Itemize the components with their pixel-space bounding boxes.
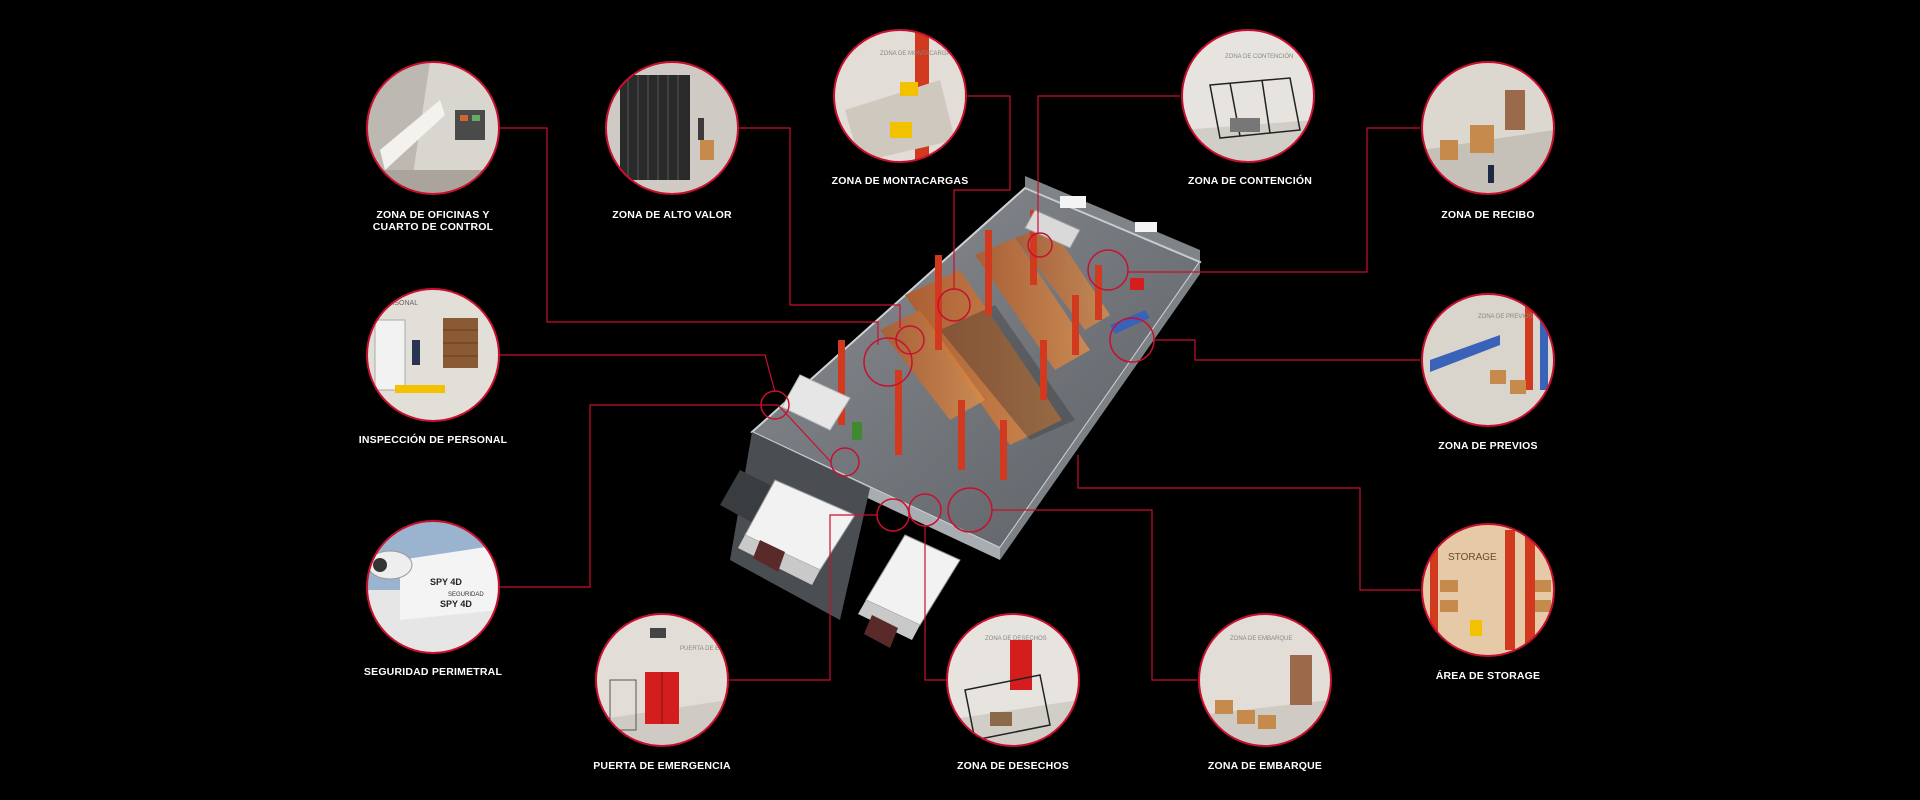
zone-label-contencion: ZONA DE CONTENCIÓN: [1188, 175, 1312, 187]
thumb-perimetral[interactable]: SPY 4D SPY 4D SEGURIDAD: [366, 520, 500, 654]
thumb-montacargas[interactable]: ZONA DE MONTACARGAS: [833, 29, 967, 163]
warehouse-model: [720, 176, 1202, 648]
zone-label-montacargas: ZONA DE MONTACARGAS: [831, 175, 969, 187]
zone-label-embarque: ZONA DE EMBARQUE: [1207, 760, 1323, 772]
svg-text:PUERTA DE EMERGENCIA: PUERTA DE EMERGENCIA: [680, 646, 755, 652]
zone-label-previos: ZONA DE PREVIOS: [1438, 440, 1538, 452]
connector-embarque: [992, 509, 1197, 681]
hotspot-contencion: [1027, 232, 1053, 258]
truck-left: [738, 479, 856, 585]
thumb-emergencia[interactable]: PUERTA DE EMERGENCIA: [595, 613, 755, 747]
svg-text:SPY 4D: SPY 4D: [430, 577, 462, 587]
zone-label-emergencia: PUERTA DE EMERGENCIA: [593, 760, 731, 772]
connector-lines: [498, 95, 1420, 681]
svg-text:PERSONAL: PERSONAL: [380, 300, 418, 307]
zone-label-perimetral: SEGURIDAD PERIMETRAL: [363, 666, 503, 678]
hotspot-alto-valor: [895, 325, 925, 355]
zone-label-recibo: ZONA DE RECIBO: [1441, 209, 1535, 221]
connector-storage: [1077, 455, 1420, 591]
svg-text:ZONA DE CONTENCIÓN: ZONA DE CONTENCIÓN: [1225, 53, 1293, 60]
connector-inspeccion: [498, 354, 776, 393]
svg-text:ZONA DE PREVIOS: ZONA DE PREVIOS: [1478, 314, 1533, 320]
thumb-embarque[interactable]: ZONA DE EMBARQUE: [1198, 613, 1332, 747]
hotspot-recibo: [1087, 249, 1129, 291]
thumb-storage[interactable]: STORAGE: [1421, 523, 1555, 657]
svg-text:ZONA DE DESECHOS: ZONA DE DESECHOS: [985, 636, 1047, 642]
zone-label-inspeccion: INSPECCIÓN DE PERSONAL: [358, 434, 508, 446]
connector-perimetral: [498, 404, 832, 588]
thumb-alto-valor[interactable]: [605, 61, 739, 195]
connector-contencion: [1037, 95, 1180, 233]
thumb-oficinas[interactable]: [366, 61, 500, 195]
zone-label-alto-valor: ZONA DE ALTO VALOR: [612, 209, 732, 221]
zone-label-oficinas-line1: ZONA DE OFICINAS Y: [376, 209, 490, 221]
connector-recibo: [1128, 127, 1420, 273]
connector-emergencia: [720, 514, 877, 681]
hotspot-oficinas: [863, 337, 913, 387]
connector-alto-valor: [737, 127, 901, 328]
zone-label-desechos: ZONA DE DESECHOS: [957, 760, 1069, 772]
svg-text:ZONA DE MONTACARGAS: ZONA DE MONTACARGAS: [880, 51, 955, 57]
zone-label-oficinas: ZONA DE OFICINAS Y CUARTO DE CONTROL: [373, 209, 493, 233]
connector-oficinas: [498, 127, 879, 345]
connector-previos: [1154, 339, 1420, 361]
thumb-contencion[interactable]: ZONA DE CONTENCIÓN: [1181, 29, 1315, 163]
svg-text:ZONA DE EMBARQUE: ZONA DE EMBARQUE: [1230, 636, 1292, 642]
zone-label-storage: ÁREA DE STORAGE: [1435, 670, 1541, 682]
zone-label-oficinas-line2: CUARTO DE CONTROL: [372, 221, 494, 233]
thumb-inspeccion[interactable]: PERSONAL: [366, 288, 500, 422]
svg-text:SPY 4D: SPY 4D: [440, 599, 472, 609]
storage-racks: [880, 225, 1110, 445]
thumb-desechos[interactable]: ZONA DE DESECHOS: [946, 613, 1080, 747]
connector-montacargas: [953, 95, 1011, 290]
thumb-recibo[interactable]: [1421, 61, 1555, 195]
thumb-previos[interactable]: ZONA DE PREVIOS: [1421, 293, 1555, 427]
truck-right: [858, 534, 961, 648]
connector-desechos: [924, 526, 948, 681]
svg-text:STORAGE: STORAGE: [1448, 552, 1497, 563]
svg-text:SEGURIDAD: SEGURIDAD: [448, 592, 484, 598]
